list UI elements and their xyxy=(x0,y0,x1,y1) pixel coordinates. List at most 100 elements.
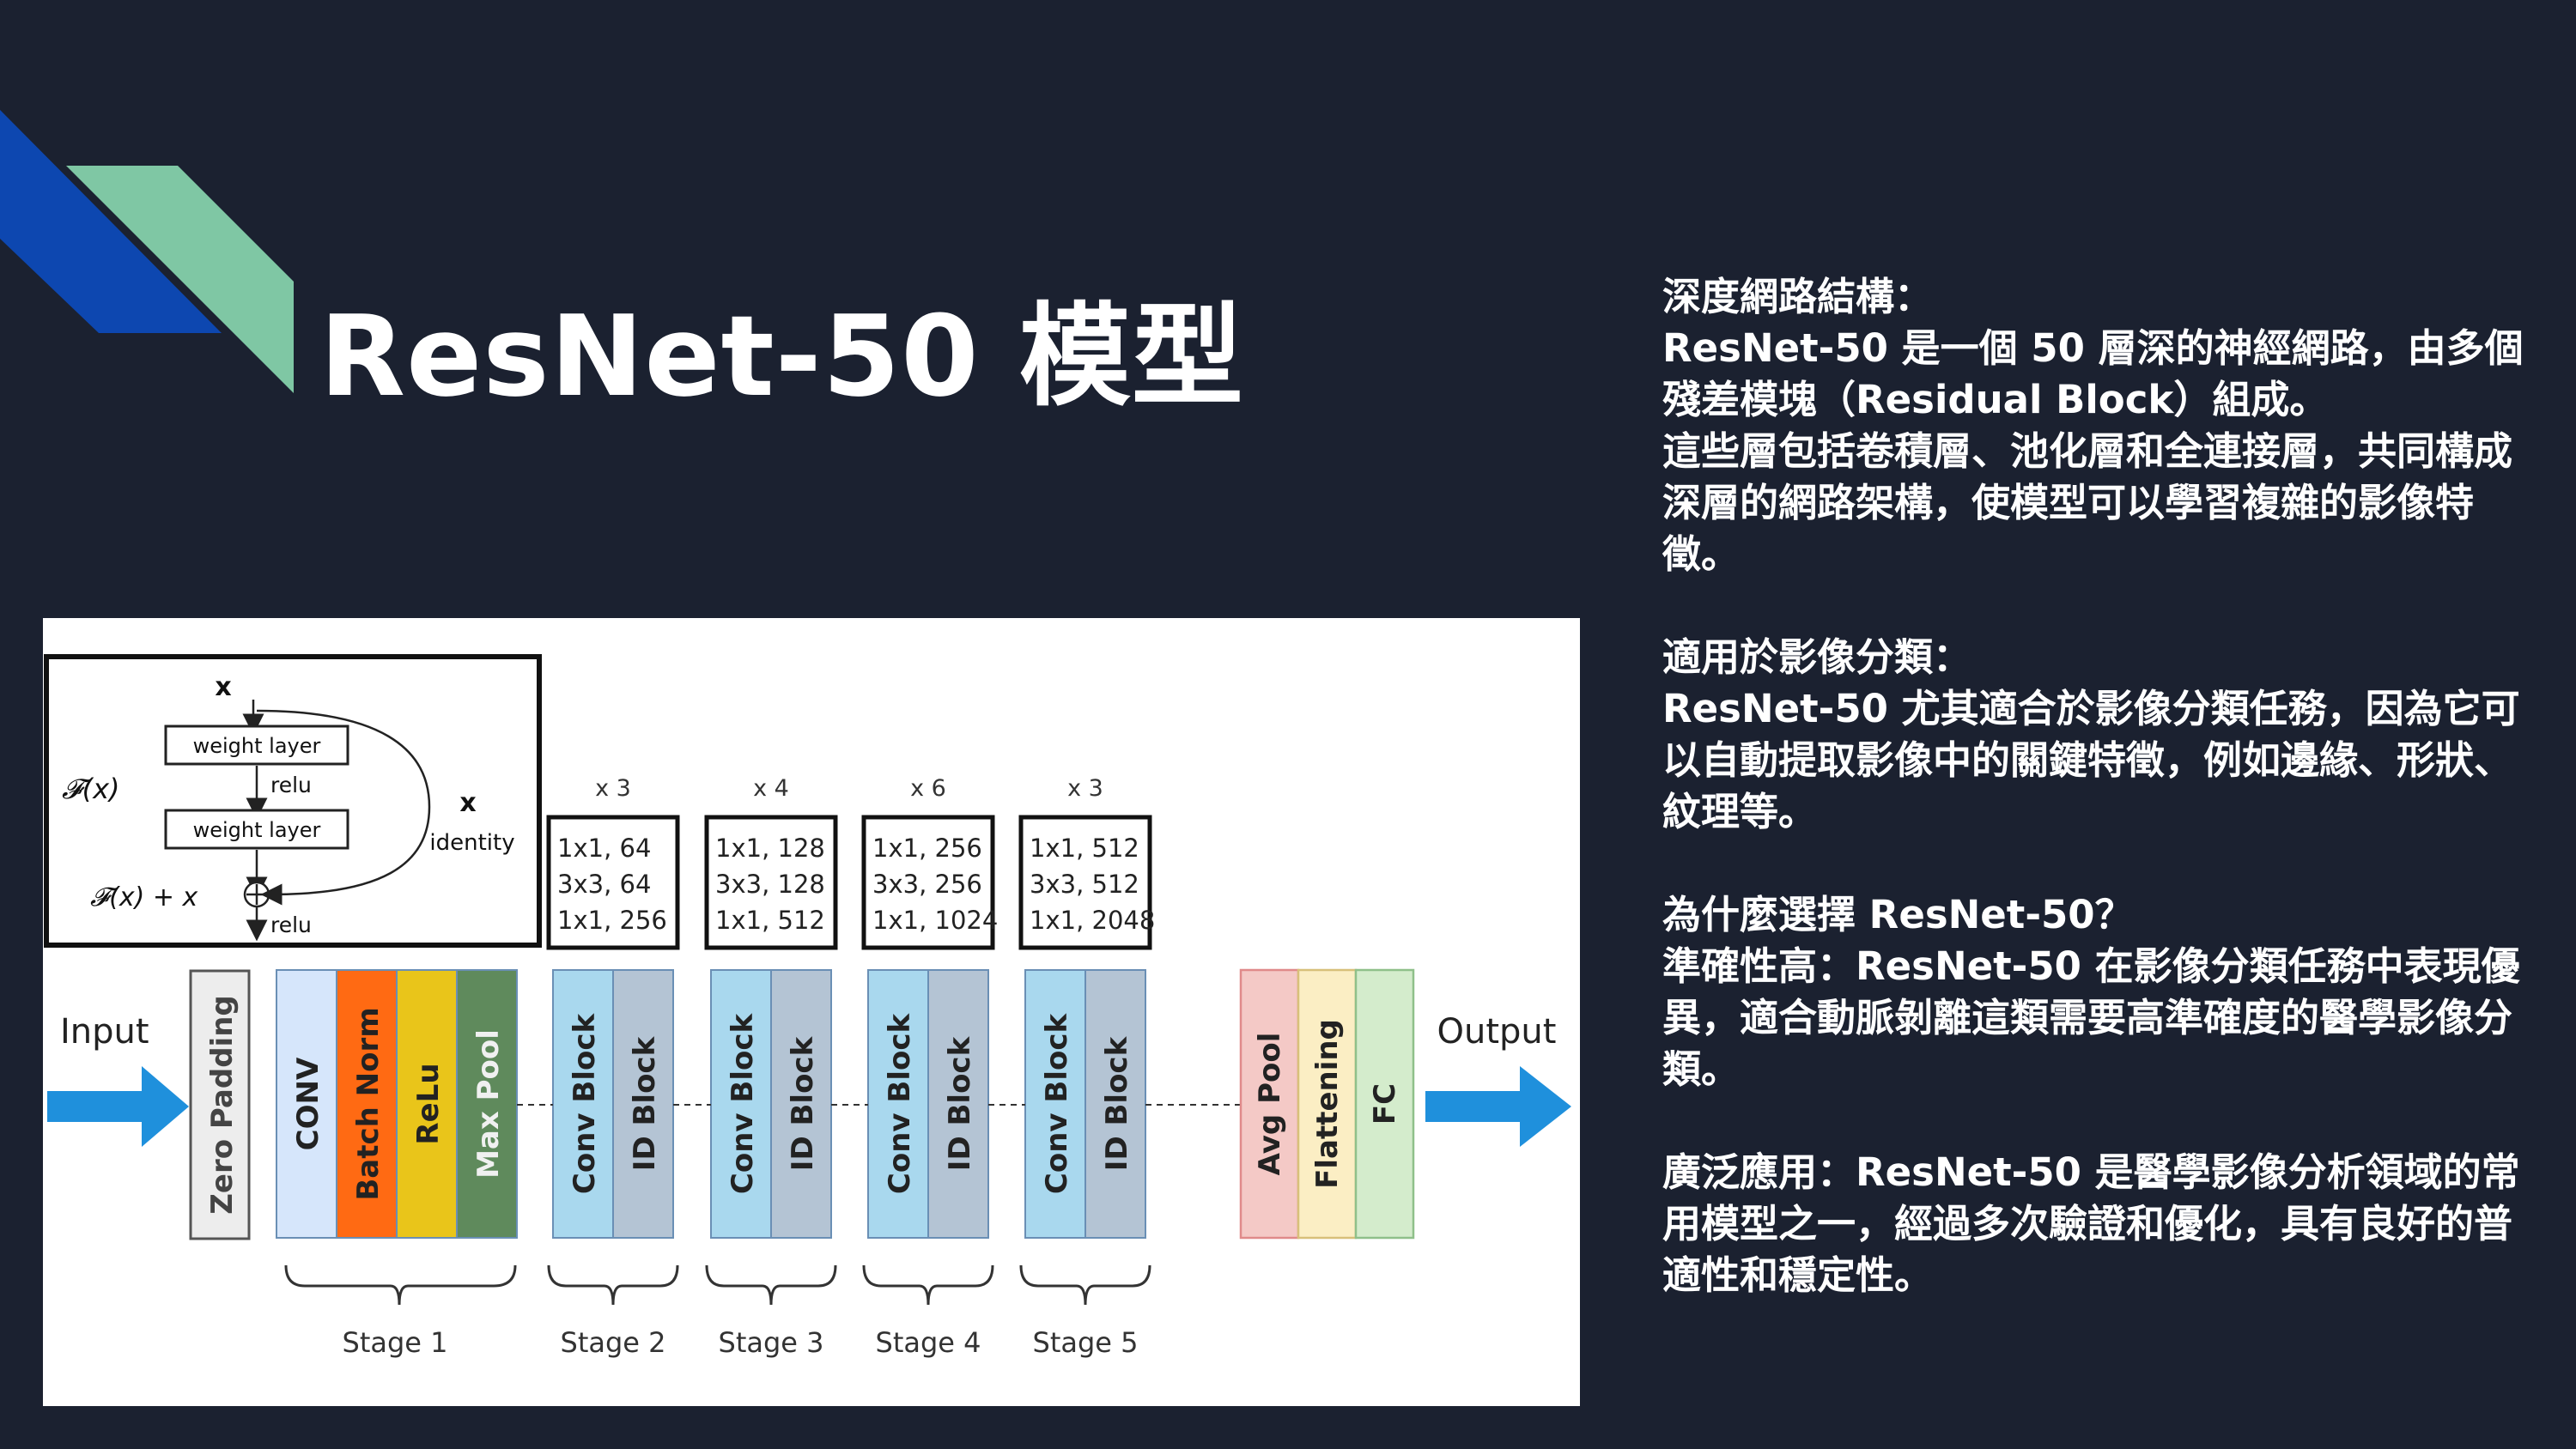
repeat-label: x 4 xyxy=(753,775,789,802)
repeat-label: x 3 xyxy=(1067,775,1103,802)
id-block-label: ID Block xyxy=(1100,1035,1134,1171)
output-label: Output xyxy=(1437,1012,1557,1052)
stage1-label: Stage 1 xyxy=(343,1326,448,1359)
repeat-label: x 6 xyxy=(910,775,946,802)
stage1-block xyxy=(396,969,458,1239)
zero-padding-label: Zero Padding xyxy=(205,995,240,1215)
conv-block xyxy=(710,969,772,1239)
repeat-label: x 3 xyxy=(595,775,631,802)
weight-layer-1 xyxy=(164,724,349,766)
head-block-label: Flattening xyxy=(1310,1019,1345,1189)
filter-box xyxy=(1018,815,1152,950)
filter-box xyxy=(546,815,680,950)
filter-label: 3x3, 128 xyxy=(715,870,825,899)
stage1-brace xyxy=(284,1264,517,1306)
resnet-diagram-svg: x weight layer relu weight layer relu x … xyxy=(44,654,1571,1359)
stage-label: Stage 5 xyxy=(1033,1326,1139,1359)
stage1-block-label: Max Pool xyxy=(471,1029,506,1179)
filter-label: 1x1, 512 xyxy=(715,906,825,935)
stage1-block xyxy=(276,969,337,1239)
text-panel: 深度網路結構： ResNet-50 是一個 50 層深的神經網路，由多個殘差模塊（… xyxy=(1662,271,2538,1301)
filter-label: 1x1, 512 xyxy=(1030,834,1139,863)
section-body: 廣泛應用：ResNet-50 是醫學影像分析領域的常用模型之一，經過多次驗證和優… xyxy=(1662,1149,2520,1298)
conv-block-label: Conv Block xyxy=(883,1013,917,1195)
identity-skip-arrow xyxy=(256,709,431,906)
filter-label: 1x1, 256 xyxy=(557,906,667,935)
inset-frame xyxy=(44,654,542,948)
head-block-label: FC xyxy=(1368,1083,1402,1125)
input-label: Input xyxy=(60,1012,149,1052)
filter-box xyxy=(704,815,838,950)
id-block xyxy=(927,969,989,1239)
fx-label: 𝓕(x) xyxy=(62,773,120,805)
conv-block-label: Conv Block xyxy=(568,1013,602,1195)
weight-layer-1-label: weight layer xyxy=(193,734,321,758)
stage-group: Conv Block ID Block 1x1, 64 3x3, 64 1x1, 256… xyxy=(546,775,1155,1359)
output-arrow xyxy=(1425,1066,1571,1147)
input-arrow xyxy=(47,1066,189,1147)
id-block-label: ID Block xyxy=(786,1035,820,1171)
panel-section: 深度網路結構： ResNet-50 是一個 50 層深的神經網路，由多個殘差模塊（… xyxy=(1662,271,2538,580)
slide-title: ResNet-50 模型 xyxy=(319,291,1244,421)
section-body: 準確性高：ResNet-50 在影像分類任務中表現優異，適合動脈剝離這類需要高準… xyxy=(1662,943,2520,1092)
stage1-block xyxy=(456,969,518,1239)
section-heading: 為什麼選擇 ResNet-50？ xyxy=(1662,892,2134,937)
stage-brace xyxy=(547,1264,679,1306)
filter-label: 1x1, 1024 xyxy=(872,906,998,935)
head-blocks: Avg Pool Flattening FC xyxy=(1239,968,1415,1240)
filter-label: 3x3, 256 xyxy=(872,870,982,899)
accent-stripe-green xyxy=(66,166,294,393)
fx-plus-x-label: 𝓕(x) + x xyxy=(90,882,198,912)
stage1-block xyxy=(336,969,398,1239)
relu-1-label: relu xyxy=(270,773,312,797)
stage-label: Stage 4 xyxy=(876,1326,981,1359)
conv-block xyxy=(1024,969,1086,1239)
filter-box xyxy=(861,815,995,950)
head-block xyxy=(1239,968,1300,1240)
residual-input-x: x xyxy=(215,672,231,702)
stage-brace xyxy=(862,1264,994,1306)
section-body: ResNet-50 是一個 50 層深的神經網路，由多個殘差模塊（Residua… xyxy=(1662,325,2524,577)
filter-label: 1x1, 128 xyxy=(715,834,825,863)
id-block xyxy=(770,969,832,1239)
residual-block-inset: x weight layer relu weight layer relu x … xyxy=(44,654,542,948)
section-body: ResNet-50 尤其適合於影像分類任務，因為它可以自動提取影像中的關鍵特徵，… xyxy=(1662,686,2520,834)
zero-padding-block xyxy=(189,969,251,1240)
resnet-diagram: x weight layer relu weight layer relu x … xyxy=(43,618,1580,1406)
id-block-label: ID Block xyxy=(943,1035,977,1171)
weight-layer-2 xyxy=(164,809,349,850)
weight-layer-2-label: weight layer xyxy=(193,818,321,842)
identity-x: x xyxy=(459,788,476,818)
stage1-block-label: Batch Norm xyxy=(351,1007,386,1200)
panel-section: 適用於影像分類： ResNet-50 尤其適合於影像分類任務，因為它可以自動提取影… xyxy=(1662,632,2538,838)
conv-block-label: Conv Block xyxy=(1040,1013,1074,1195)
filter-label: 3x3, 512 xyxy=(1030,870,1139,899)
stage-brace xyxy=(1019,1264,1151,1306)
head-block-label: Avg Pool xyxy=(1253,1033,1287,1176)
filter-label: 1x1, 2048 xyxy=(1030,906,1155,935)
filter-label: 1x1, 256 xyxy=(872,834,982,863)
stage1-block-label: CONV xyxy=(291,1057,325,1150)
head-block xyxy=(1354,968,1415,1240)
conv-block xyxy=(867,969,929,1239)
accent-stripe-blue xyxy=(0,110,222,333)
filter-label: 1x1, 64 xyxy=(557,834,651,863)
id-block xyxy=(1084,969,1146,1239)
stage-label: Stage 2 xyxy=(561,1326,666,1359)
section-heading: 深度網路結構： xyxy=(1662,274,1934,319)
filter-label: 3x3, 64 xyxy=(557,870,651,899)
section-heading: 適用於影像分類： xyxy=(1662,634,1972,680)
stage-label: Stage 3 xyxy=(719,1326,824,1359)
id-block xyxy=(612,969,674,1239)
stage-brace xyxy=(705,1264,837,1306)
panel-section: 為什麼選擇 ResNet-50？ 準確性高：ResNet-50 在影像分類任務中表… xyxy=(1662,889,2538,1095)
identity-label: identity xyxy=(429,830,514,856)
conv-block-label: Conv Block xyxy=(726,1013,760,1195)
panel-section: 廣泛應用：ResNet-50 是醫學影像分析領域的常用模型之一，經過多次驗證和優… xyxy=(1662,1147,2538,1301)
head-block xyxy=(1297,968,1358,1240)
id-block-label: ID Block xyxy=(628,1035,662,1171)
relu-2-label: relu xyxy=(270,912,312,937)
